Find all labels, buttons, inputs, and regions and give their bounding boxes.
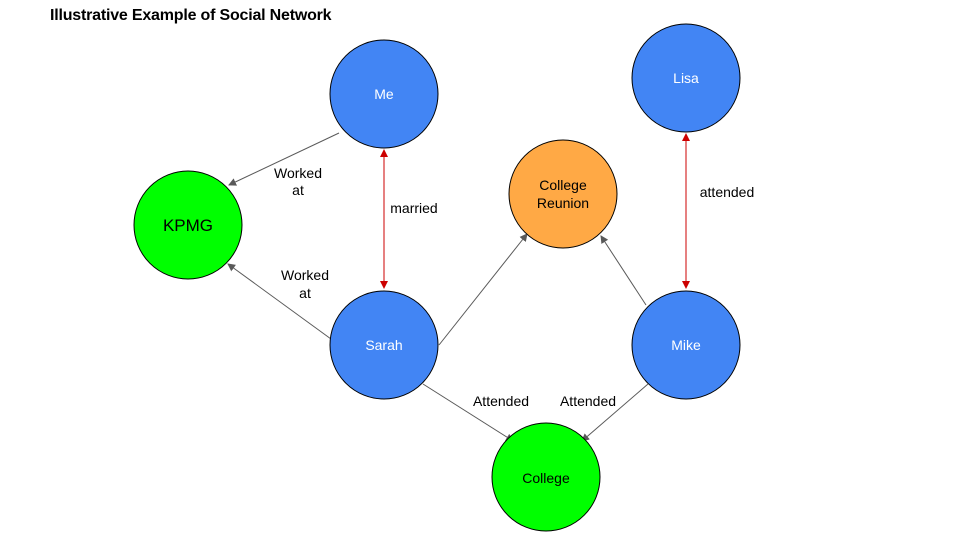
edge-sarah-reunion: [438, 233, 528, 346]
edge-label-me-kpmg-line2: at: [292, 182, 304, 198]
node-sarah: Sarah: [329, 290, 439, 400]
edge-label-sarah-kpmg-line1: Worked: [281, 267, 329, 283]
node-kpmg-label: KPMG: [163, 216, 213, 235]
edge-me-kpmg: [228, 132, 340, 186]
edge-label-sarah-college: Attended: [473, 393, 529, 409]
node-me-label: Me: [374, 86, 394, 102]
node-college-reunion-label-line1: College: [539, 177, 587, 193]
node-sarah-label: Sarah: [365, 337, 402, 353]
edge-label-sarah-kpmg-line2: at: [299, 285, 311, 301]
node-kpmg: KPMG: [133, 170, 243, 280]
edge-mike-reunion: [600, 235, 647, 306]
edge-mike-college: [581, 383, 649, 442]
node-lisa: Lisa: [631, 23, 741, 133]
edge-label-lisa-mike: attended: [700, 184, 755, 200]
diagram-title: Illustrative Example of Social Network: [50, 7, 332, 24]
node-me: Me: [329, 39, 439, 149]
edge-sarah-college: [422, 383, 514, 442]
edge-sarah-kpmg: [227, 263, 332, 340]
node-mike-label: Mike: [671, 337, 701, 353]
node-college-label: College: [522, 470, 570, 486]
node-mike: Mike: [631, 290, 741, 400]
node-lisa-label: Lisa: [673, 70, 699, 86]
edge-label-mike-college: Attended: [560, 393, 616, 409]
node-college-reunion-label-line2: Reunion: [537, 195, 589, 211]
node-college-reunion: College Reunion: [508, 139, 618, 249]
edge-label-me-sarah: married: [390, 200, 437, 216]
node-college: College: [491, 422, 601, 532]
edge-label-me-kpmg-line1: Worked: [274, 165, 322, 181]
